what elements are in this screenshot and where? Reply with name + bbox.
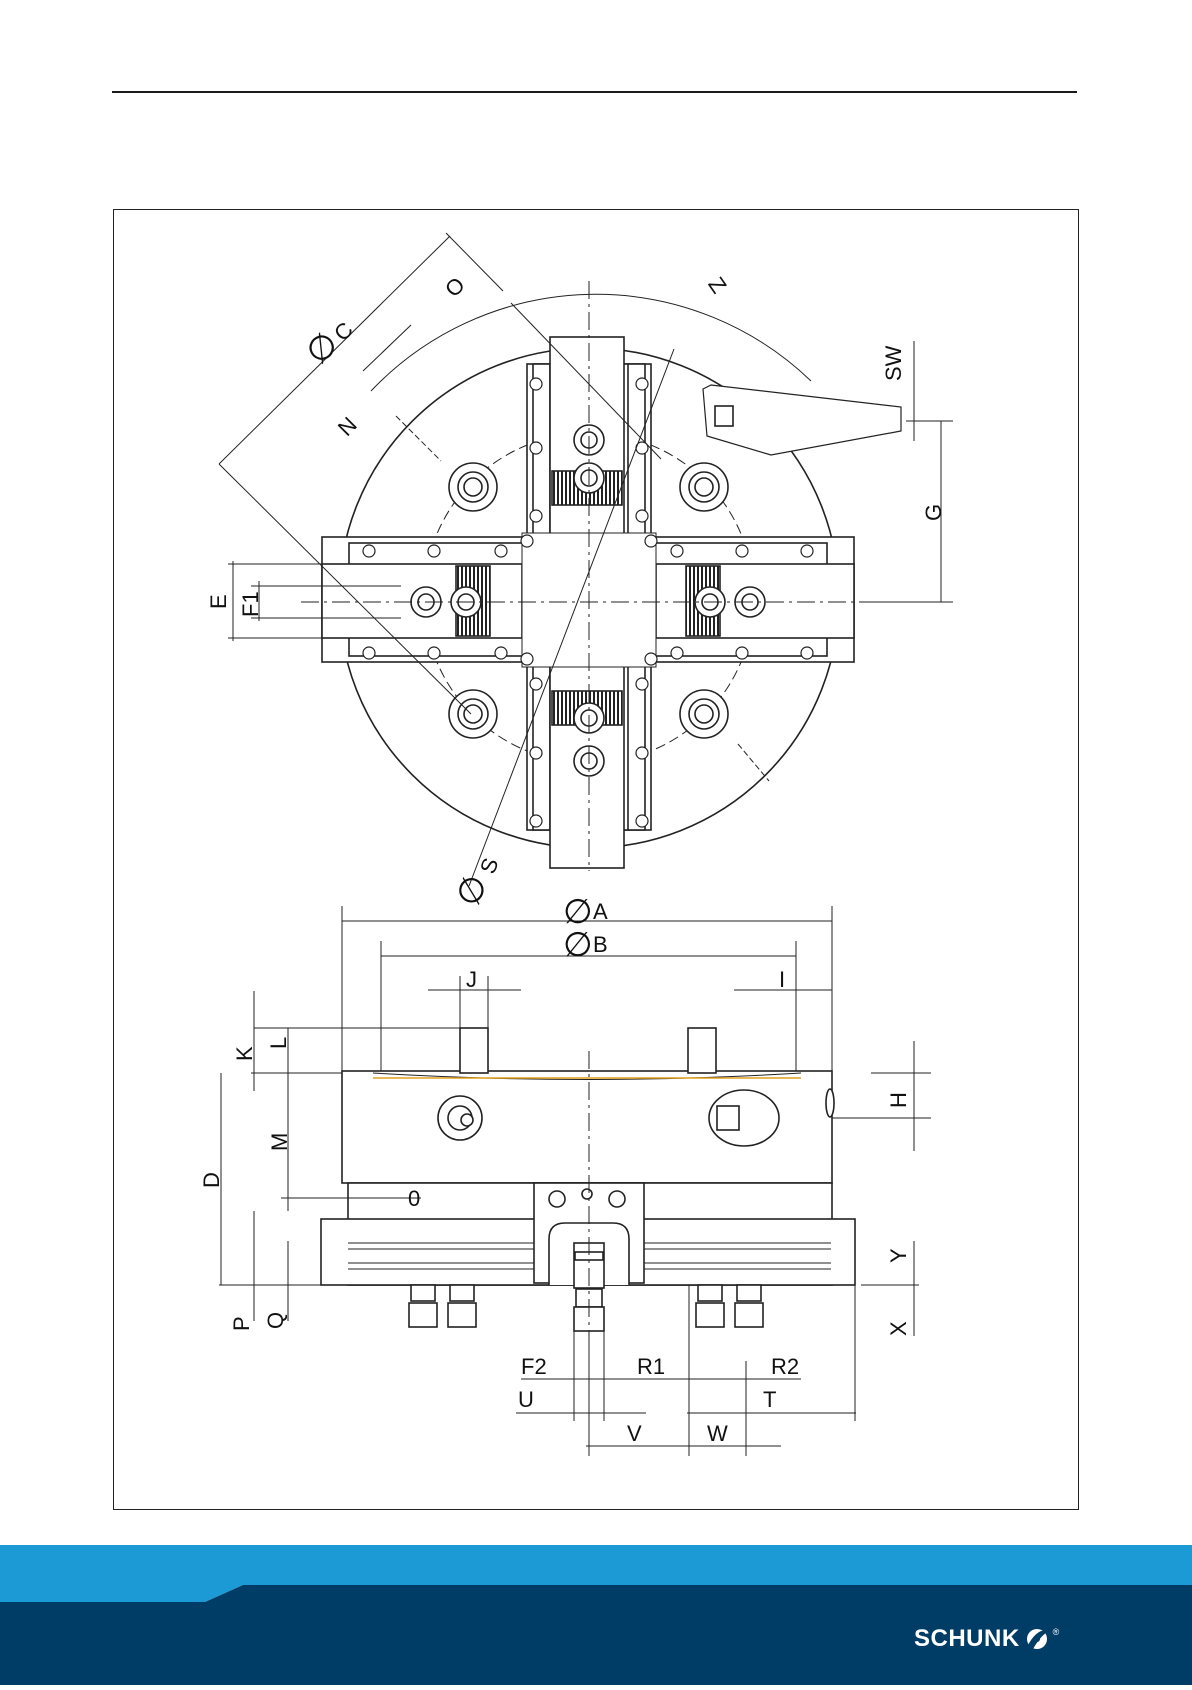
footer-light-top	[790, 1545, 1192, 1585]
label-l: L	[266, 1037, 291, 1049]
label-u: U	[518, 1387, 534, 1412]
footer-band	[0, 1545, 1192, 1685]
label-diameter-s: ∅	[449, 870, 495, 911]
label-w: W	[707, 1421, 728, 1446]
label-h: H	[886, 1092, 911, 1108]
side-view	[219, 906, 931, 1456]
label-j: J	[466, 967, 477, 992]
label-zero: 0	[408, 1186, 420, 1211]
label-y: Y	[886, 1248, 911, 1263]
label-r2: R2	[771, 1354, 799, 1379]
brand-name: SCHUNK	[914, 1625, 1020, 1653]
registered-mark: ®	[1053, 1627, 1060, 1637]
label-p: P	[229, 1316, 254, 1331]
label-e: E	[206, 594, 231, 609]
label-x: X	[886, 1321, 911, 1336]
label-diameter-b: ∅	[563, 926, 593, 964]
label-v: V	[627, 1421, 642, 1446]
label-r1: R1	[637, 1354, 665, 1379]
label-k: K	[232, 1046, 257, 1061]
header-rule	[112, 91, 1077, 93]
label-o: O	[440, 272, 470, 302]
label-f1: F1	[238, 591, 263, 617]
label-sw: SW	[881, 345, 906, 381]
schunk-swirl-icon	[1023, 1625, 1051, 1653]
label-g: G	[921, 504, 946, 521]
label-b: B	[593, 932, 608, 957]
drawing-frame: O Z ∅ C SW N G E F1 ∅ S ∅ A ∅ B J I K L …	[113, 209, 1079, 1510]
top-view	[219, 233, 953, 886]
label-s: S	[475, 855, 504, 877]
label-f2: F2	[521, 1354, 547, 1379]
label-d: D	[199, 1172, 224, 1188]
label-n: N	[333, 412, 362, 441]
label-i: I	[779, 967, 785, 992]
technical-drawing: O Z ∅ C SW N G E F1 ∅ S ∅ A ∅ B J I K L …	[114, 210, 1080, 1511]
label-q: Q	[263, 1312, 288, 1329]
label-z: Z	[703, 272, 731, 297]
label-m: M	[267, 1133, 292, 1151]
schunk-logo: SCHUNK ®	[914, 1625, 1060, 1653]
label-t: T	[763, 1387, 776, 1412]
label-a: A	[593, 899, 608, 924]
